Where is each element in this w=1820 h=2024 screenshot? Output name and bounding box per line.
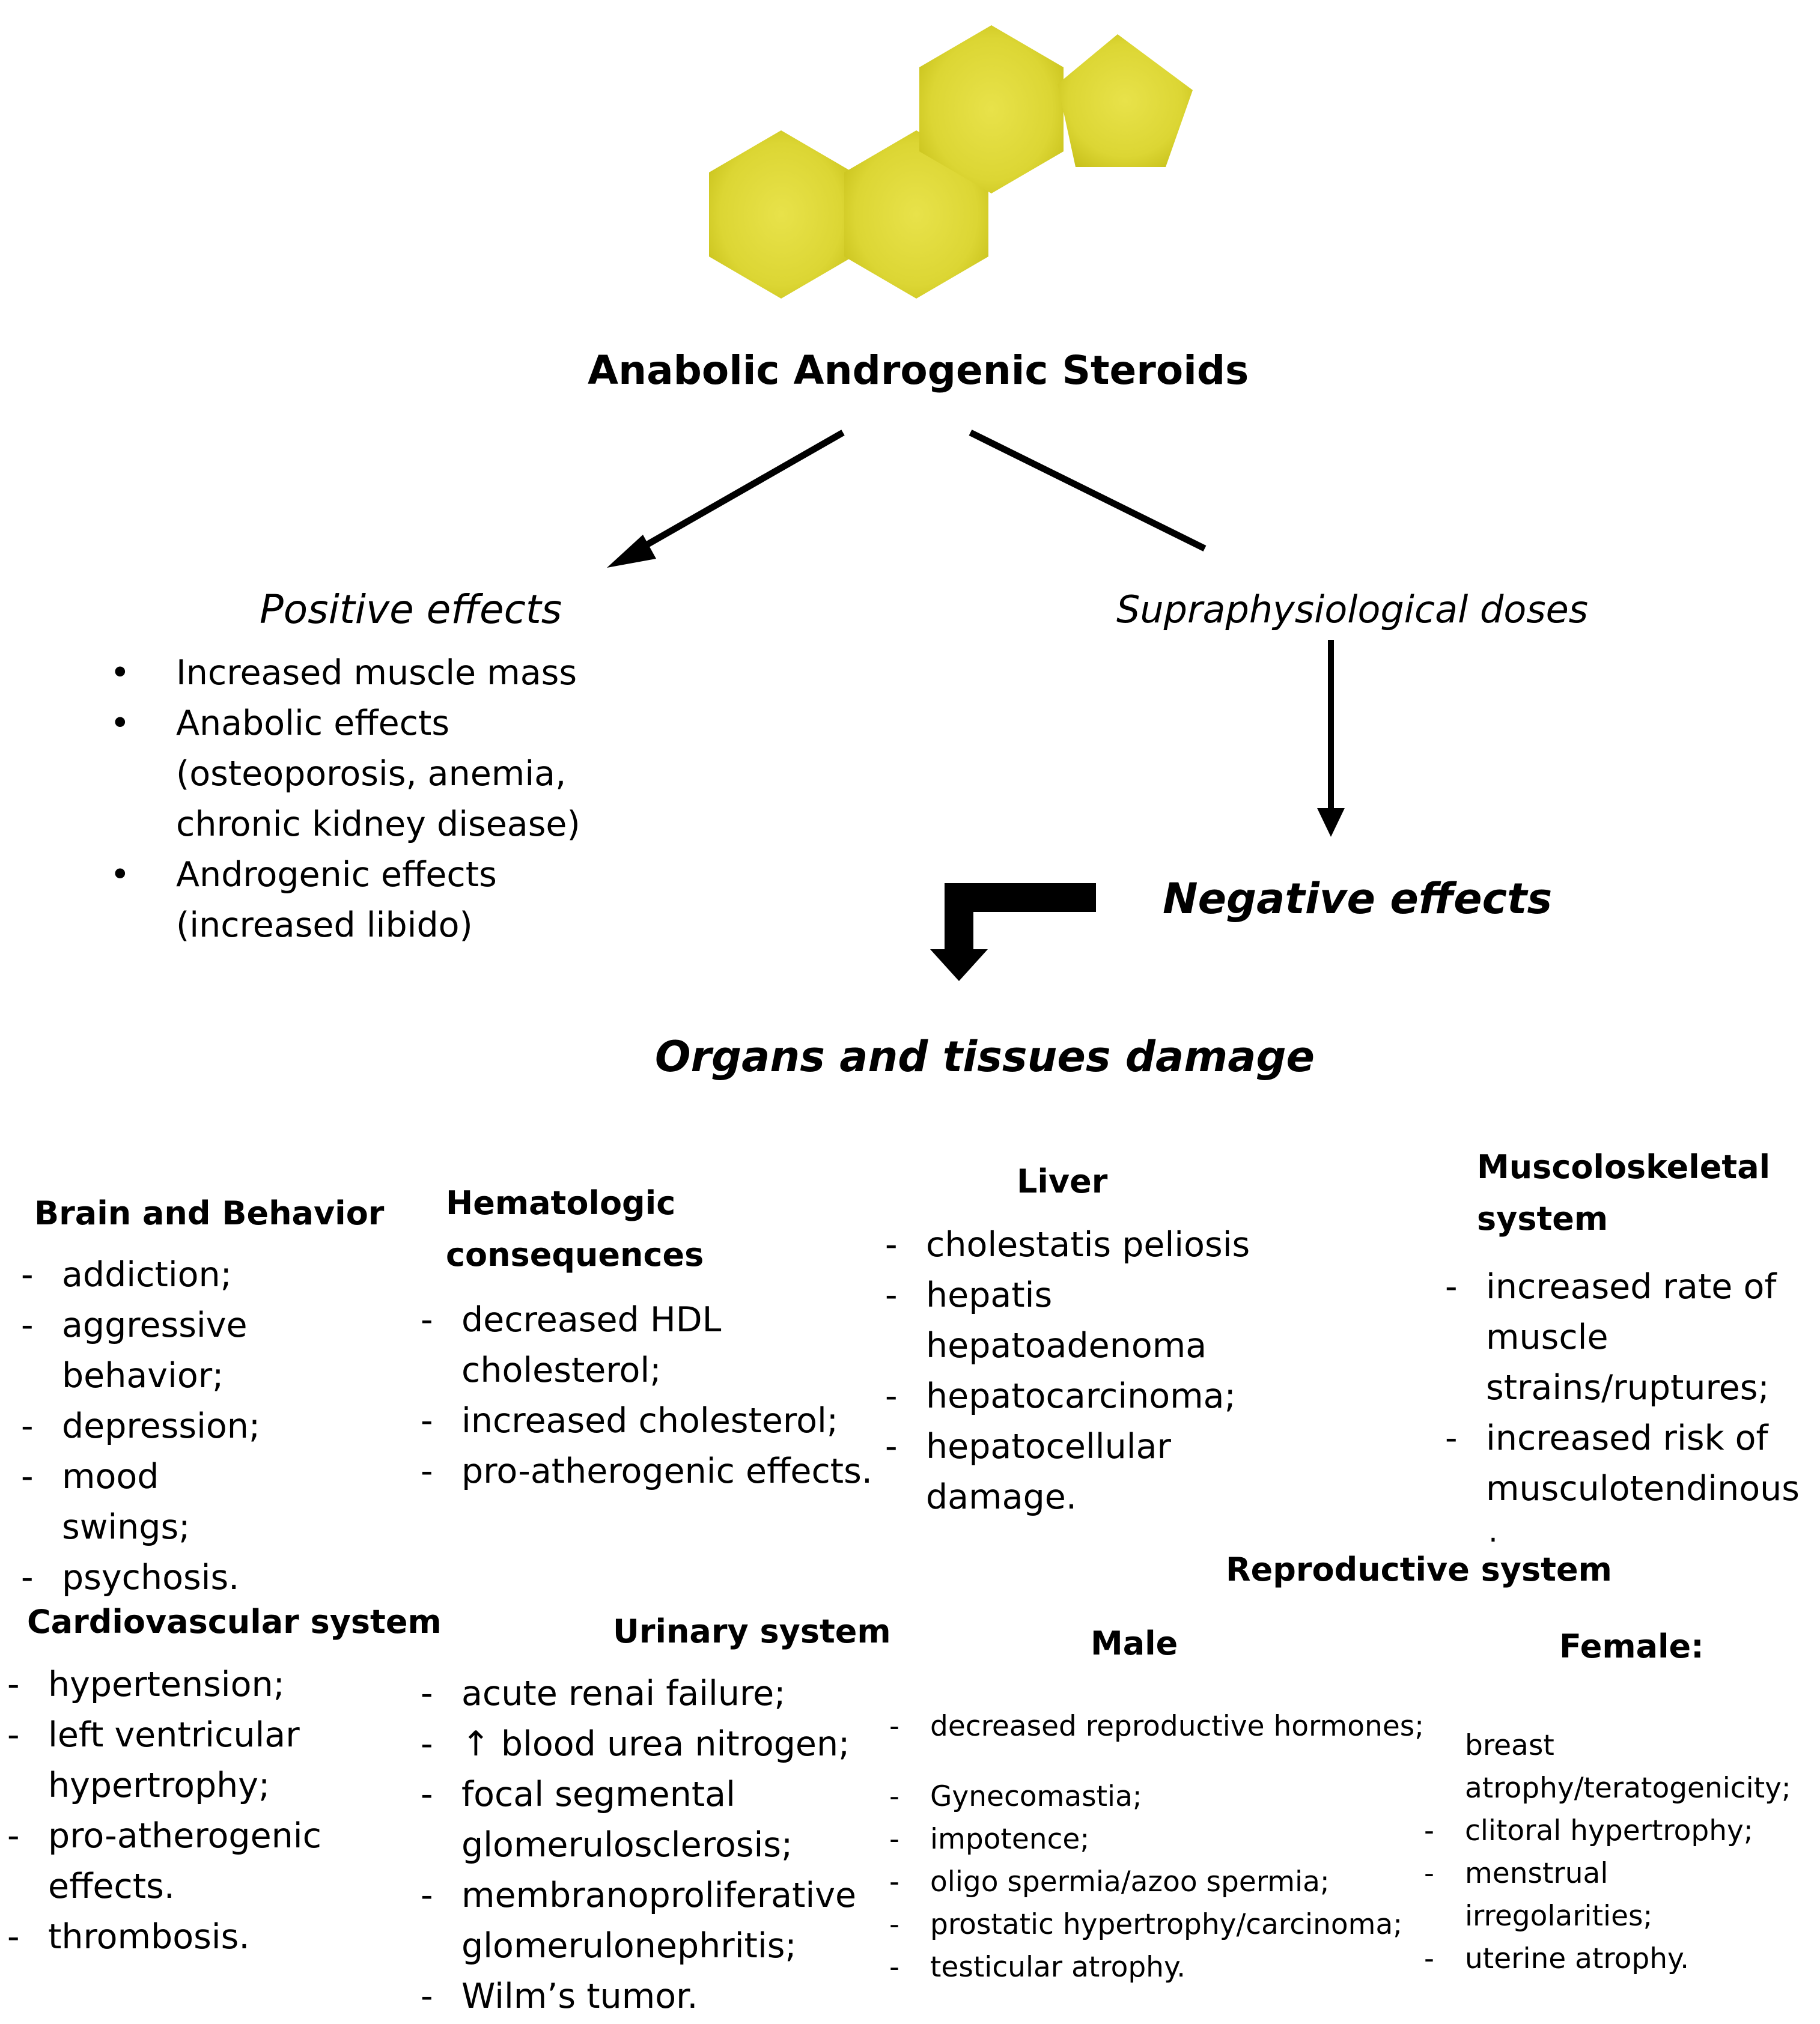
list-item: menstrual irregolarities;	[1424, 1852, 1681, 1937]
hematologic-list: decreased HDL cholesterol; increased cho…	[421, 1295, 889, 1497]
molecule-ring-2	[844, 130, 988, 299]
urinary-list: acute renai failure; ↑ blood urea nitrog…	[421, 1668, 889, 2022]
list-item: Androgenic effects (increased libido)	[110, 849, 567, 950]
negative-effects-heading: Negative effects	[1163, 874, 1553, 923]
hematologic-heading: Hematologic consequences	[446, 1184, 704, 1274]
musculoskeletal-heading: Muscoloskeletal system	[1477, 1148, 1771, 1238]
list-item: increased risk of musculotendinous	[1445, 1413, 1818, 1514]
brain-list: addiction; aggressive behavior; depressi…	[21, 1250, 273, 1603]
list-item: pro-atherogenic effects.	[421, 1446, 889, 1497]
list-item: breast atrophy/teratogenicity;	[1465, 1729, 1791, 1805]
list-item: increased cholesterol;	[421, 1396, 889, 1446]
list-item: Gynecomastia;	[889, 1775, 1448, 1818]
list-item: impotence;	[889, 1818, 1448, 1861]
list-item: hepatocellular damage.	[885, 1421, 1196, 1522]
list-item: mood swings;	[21, 1451, 273, 1552]
list-item: hepatocarcinoma;	[885, 1371, 1270, 1421]
list-item: ↑ blood urea nitrogen;	[421, 1719, 889, 1769]
arrow-to-negative	[1317, 640, 1345, 837]
list-item: depression;	[21, 1401, 273, 1451]
steroid-molecule-icon	[709, 25, 1193, 299]
musculoskeletal-list: increased rate of muscle strains/rupture…	[1445, 1262, 1818, 1514]
brain-heading: Brain and Behavior	[34, 1194, 385, 1232]
cardiovascular-heading: Cardiovascular system	[27, 1603, 442, 1641]
list-item: testicular atrophy.	[889, 1946, 1448, 1989]
male-list: decreased reproductive hormones; Gynecom…	[889, 1705, 1448, 1989]
list-item: Increased muscle mass	[110, 648, 651, 698]
list-item: psychosis.	[21, 1552, 273, 1603]
list-item: clitoral hypertrophy;	[1424, 1810, 1809, 1852]
liver-heading: Liver	[1017, 1162, 1108, 1200]
arrow-to-positive	[607, 430, 845, 568]
list-item: hypertension;	[7, 1659, 368, 1710]
list-item: cholestatis peliosis	[885, 1220, 1270, 1270]
page-title: Anabolic Androgenic Steroids	[588, 347, 1249, 394]
list-item: addiction;	[21, 1250, 273, 1300]
female-list: breast atrophy/teratogenicity; clitoral …	[1424, 1724, 1809, 1980]
organs-damage-heading: Organs and tissues damage	[655, 1032, 1315, 1081]
musculoskeletal-trailing-mark: .	[1488, 1514, 1498, 1549]
urinary-heading: Urinary system	[613, 1612, 891, 1650]
list-item: prostatic hypertrophy/carcinoma;	[889, 1903, 1448, 1946]
list-item: left ventricular hypertrophy;	[7, 1710, 330, 1811]
positive-effects-heading: Positive effects	[260, 586, 562, 633]
elbow-arrow-to-organs	[930, 883, 1096, 981]
list-item: decreased reproductive hormones;	[889, 1705, 1448, 1748]
list-item: acute renai failure;	[421, 1668, 889, 1719]
list-item: membranoproliferative glomerulonephritis…	[421, 1870, 894, 1971]
list-item: oligo spermia/azoo spermia;	[889, 1861, 1448, 1903]
positive-effects-list: Increased muscle mass Anabolic effects (…	[110, 648, 651, 950]
molecule-ring-3	[919, 25, 1064, 193]
reproductive-male-heading: Male	[1091, 1624, 1178, 1662]
list-item: thrombosis.	[7, 1912, 368, 1962]
molecule-ring-1	[709, 130, 853, 299]
list-item: Wilm’s tumor.	[421, 1971, 889, 2022]
molecule-ring-4	[1058, 34, 1193, 167]
list-item: increased rate of muscle strains/rupture…	[1445, 1262, 1810, 1413]
cardiovascular-list: hypertension; left ventricular hypertrop…	[7, 1659, 368, 1962]
reproductive-female-heading: Female:	[1559, 1627, 1704, 1665]
line-to-supraphysiological	[969, 430, 1207, 552]
list-item: uterine atrophy.	[1424, 1937, 1809, 1980]
list-item: Anabolic effects (osteoporosis, anemia, …	[110, 698, 663, 849]
list-item: hepatis hepatoadenoma	[885, 1270, 1226, 1371]
list-item: focal segmental glomerulosclerosis;	[421, 1769, 846, 1870]
liver-list: cholestatis peliosis hepatis hepatoadeno…	[885, 1220, 1270, 1522]
supraphysiological-label: Supraphysiological doses	[1116, 588, 1589, 631]
reproductive-heading: Reproductive system	[1226, 1551, 1612, 1588]
list-item: decreased HDL cholesterol;	[421, 1295, 732, 1396]
list-item: aggressive behavior;	[21, 1300, 266, 1401]
list-item: pro-atherogenic effects.	[7, 1811, 342, 1912]
